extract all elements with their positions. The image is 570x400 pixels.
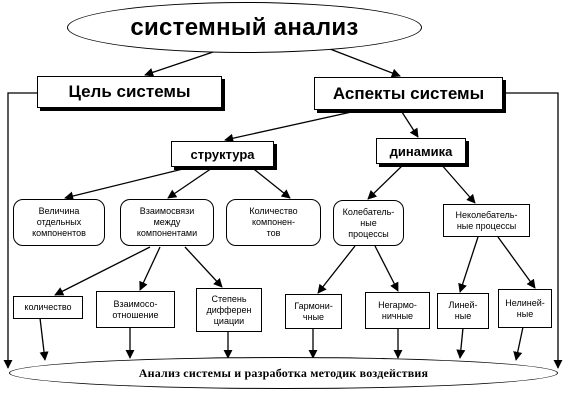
arrow-aspects-to-structure bbox=[224, 108, 366, 143]
arrow-structure-to-interrelations bbox=[167, 165, 216, 199]
arrow-aspects-to-bottom bbox=[503, 92, 563, 369]
title-node: системный анализ bbox=[67, 2, 422, 53]
size-node: Величина отдельных компонентов bbox=[13, 199, 105, 246]
interrelations-node: Взаимосвязи между компонентами bbox=[120, 199, 214, 246]
arrow-title-to-aspects bbox=[329, 48, 401, 78]
arrow-structure-to-size bbox=[64, 165, 196, 201]
dynamics-node: динамика bbox=[376, 138, 466, 164]
quantity-node: количество bbox=[13, 296, 83, 319]
differentiation-node: Степень дифферен циации bbox=[196, 288, 262, 332]
non-harmonic-node: Негармо- ничные bbox=[365, 292, 430, 329]
arrow-oscillating-to-harmonic bbox=[317, 245, 356, 294]
arrow-non-oscillating-to-linear bbox=[458, 236, 479, 293]
arrow-title-to-goal bbox=[144, 48, 223, 77]
arrow-aspects-to-dynamics bbox=[399, 108, 419, 138]
arrow-goal-to-bottom bbox=[3, 92, 37, 369]
arrow-nonlinear-to-bottom bbox=[513, 326, 524, 361]
aspects-node: Аспекты системы bbox=[314, 77, 503, 110]
arrow-linear-to-bottom bbox=[456, 327, 466, 359]
bottom-node: Анализ системы и разработка методик возд… bbox=[9, 357, 558, 389]
arrow-dynamics-to-oscillating bbox=[367, 162, 406, 200]
arrow-quantity-to-bottom bbox=[39, 317, 49, 361]
nonlinear-node: Нелиней- ные bbox=[498, 289, 552, 328]
arrow-oscillating-to-non-harmonic bbox=[374, 245, 399, 292]
goal-node: Цель системы bbox=[37, 76, 222, 108]
arrow-interrelations-to-quantity bbox=[54, 246, 151, 296]
linear-node: Линей- ные bbox=[437, 293, 489, 329]
arrow-dynamics-to-non-oscillating bbox=[439, 162, 476, 204]
harmonic-node: Гармони- чные bbox=[285, 294, 342, 329]
arrow-interrelations-to-mutual bbox=[139, 246, 161, 291]
non-oscillating-node: Неколебатель- ные процессы bbox=[443, 204, 530, 237]
arrow-non-oscillating-to-nonlinear bbox=[497, 236, 536, 289]
arrow-interrelations-to-differentiation bbox=[184, 246, 223, 288]
count-node: Количество компонен- тов bbox=[226, 199, 321, 246]
arrow-structure-to-count bbox=[249, 165, 291, 199]
mutual-node: Взаимосо- отношение bbox=[96, 291, 175, 328]
oscillating-node: Колебатель- ные процессы bbox=[333, 200, 404, 246]
structure-node: структура bbox=[171, 141, 274, 167]
